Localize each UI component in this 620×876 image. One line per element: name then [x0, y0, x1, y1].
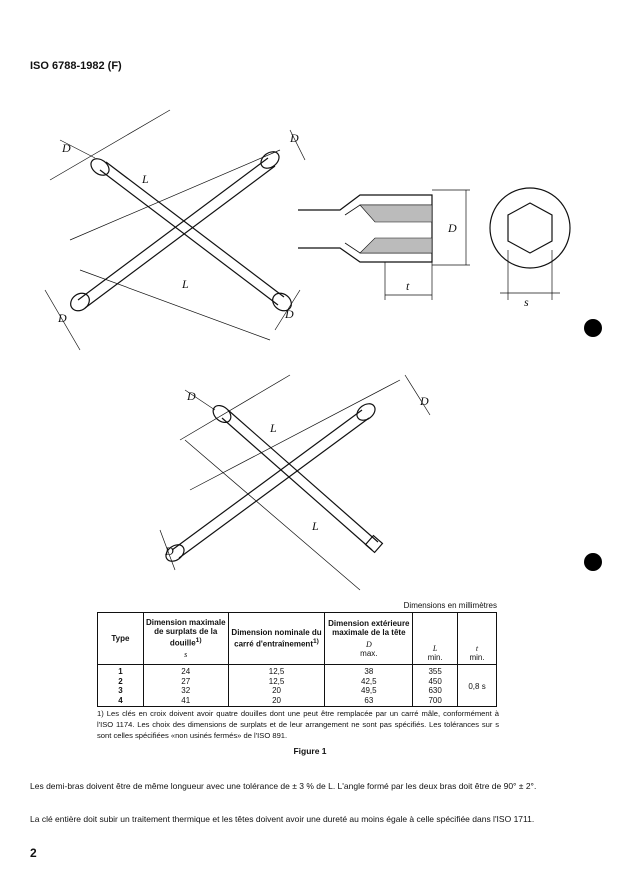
- cell-s: 32: [142, 686, 229, 696]
- cell-type: 4: [97, 695, 144, 707]
- document-header: ISO 6788-1982 (F): [30, 60, 122, 72]
- cell-l: 630: [412, 686, 459, 696]
- cell-l: 700: [412, 695, 459, 707]
- dim-label-t: t: [406, 279, 410, 293]
- dim-label-d: D: [61, 141, 71, 155]
- dim-label-d: D: [57, 311, 67, 325]
- cell-d: 63: [324, 695, 414, 707]
- cross-wrench-bottom: [159, 374, 431, 591]
- cell-nominal: 20: [227, 686, 326, 696]
- cell-nominal: 20: [227, 695, 326, 707]
- dim-label-d: D: [284, 307, 294, 321]
- cell-l: 355: [412, 664, 459, 677]
- col-header-s: Dimension maximale de surplats de la dou…: [142, 612, 229, 665]
- dim-label-l: L: [141, 172, 149, 186]
- cell-nominal: 12,5: [227, 664, 326, 677]
- cell-s: 24: [142, 664, 229, 677]
- col-header-type: Type: [97, 612, 144, 665]
- figure-caption: Figure 1: [293, 746, 327, 756]
- body-paragraph: La clé entière doit subir un traitement …: [30, 814, 535, 824]
- hex-socket-end-view: [489, 187, 571, 300]
- dim-label-l: L: [181, 277, 189, 291]
- cross-wrench-top: [44, 109, 306, 351]
- dimensions-table: Type Dimension maximale de surplats de l…: [97, 612, 497, 707]
- cell-s: 27: [142, 676, 229, 686]
- page-number: 2: [30, 846, 37, 860]
- dim-label-d: D: [289, 131, 299, 145]
- cell-type: 3: [97, 686, 144, 696]
- dim-label-l: L: [311, 519, 319, 533]
- socket-section-view: [298, 189, 470, 300]
- dim-label-s: s: [524, 295, 529, 309]
- margin-bullet: [584, 319, 602, 337]
- cell-l: 450: [412, 676, 459, 686]
- col-header-nominal: Dimension nominale du carré d'entraîneme…: [227, 612, 326, 665]
- units-note: Dimensions en millimètres: [403, 601, 497, 610]
- table-footnote: 1) Les clés en croix doivent avoir quatr…: [97, 709, 499, 740]
- dim-label-l: L: [269, 421, 277, 435]
- table-row: 1 24 12,5 38 355 0,8 s: [97, 664, 497, 707]
- dim-label-d: D: [419, 394, 429, 408]
- dim-label-d: D: [186, 389, 196, 403]
- figure-1-drawings: D D L L D D D t s D D L L D: [44, 109, 571, 591]
- cell-d: 42,5: [324, 676, 414, 686]
- cell-t: 0,8 s: [457, 664, 497, 707]
- cell-type: 1: [97, 664, 144, 677]
- table-row: 4 41 20 63 700: [97, 695, 497, 707]
- body-paragraph: Les demi-bras doivent être de même longu…: [30, 781, 537, 791]
- dim-label-d: D: [164, 544, 174, 558]
- col-header-d: Dimension extérieure maximale de la tête…: [324, 612, 414, 665]
- cell-s: 41: [142, 695, 229, 707]
- cell-d: 49,5: [324, 686, 414, 696]
- dim-label-d: D: [447, 221, 457, 235]
- cell-d: 38: [324, 664, 414, 677]
- table-row: 3 32 20 49,5 630: [97, 686, 497, 696]
- table-row: 2 27 12,5 42,5 450: [97, 676, 497, 686]
- cell-nominal: 12,5: [227, 676, 326, 686]
- cell-type: 2: [97, 676, 144, 686]
- margin-bullet: [584, 553, 602, 571]
